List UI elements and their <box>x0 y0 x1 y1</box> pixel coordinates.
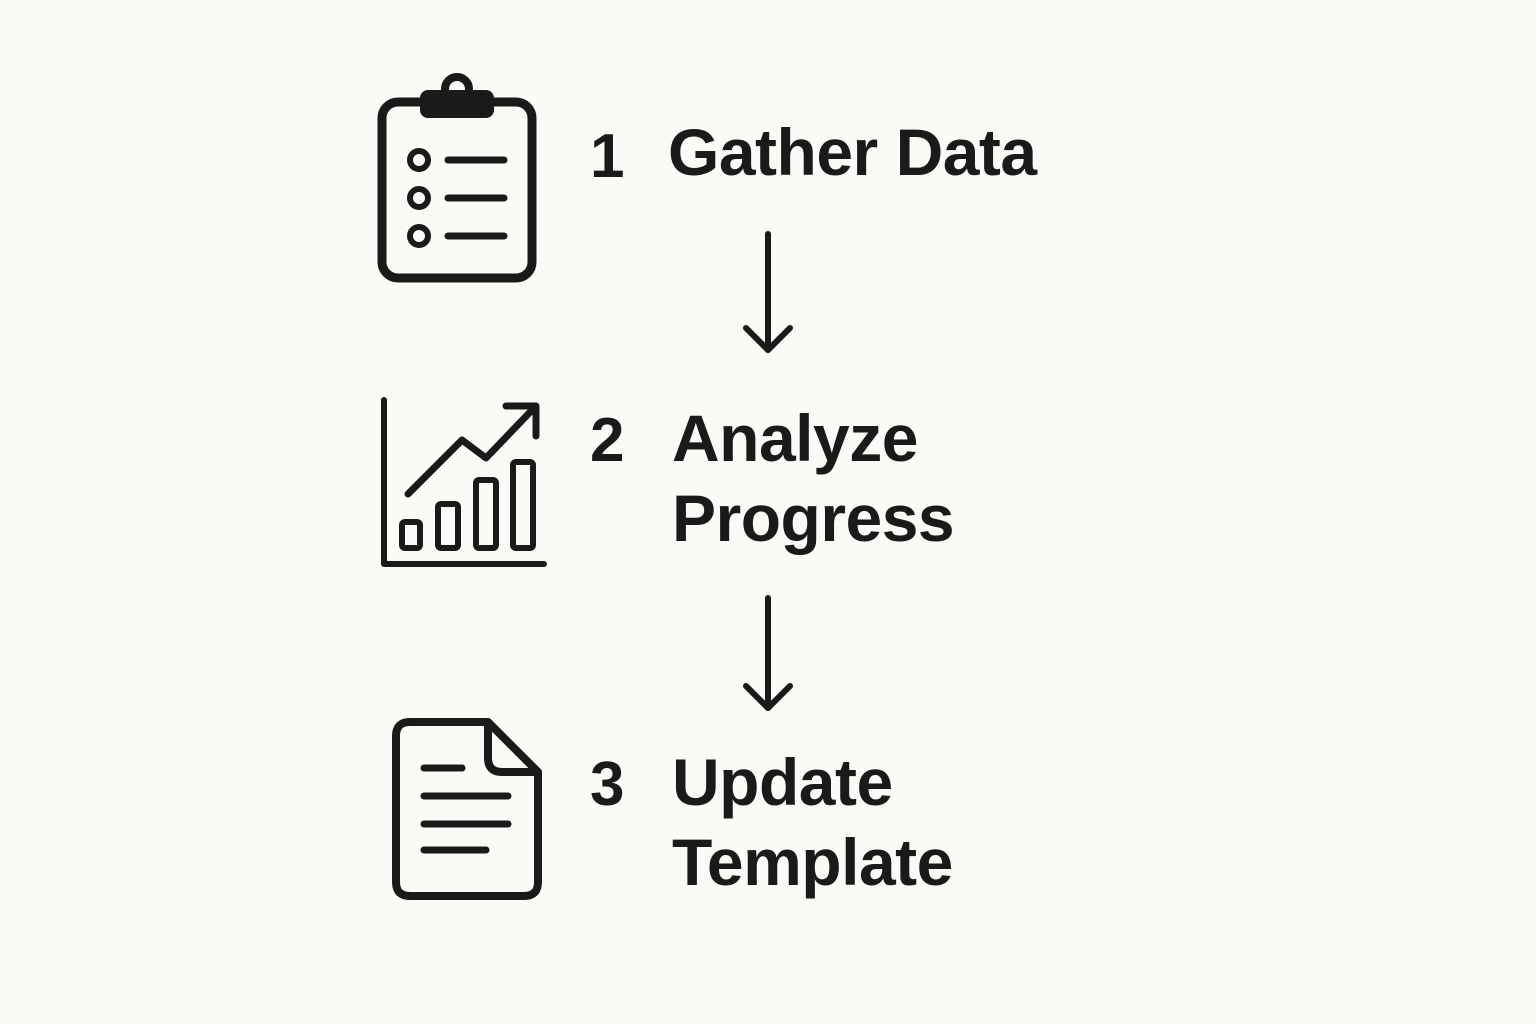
step-1-number: 1 <box>590 122 625 191</box>
step-3-label-line-1: Update <box>672 745 893 819</box>
step-2-label-line-1: Analyze <box>672 401 918 475</box>
step-2-label: Analyze Progress <box>672 398 955 558</box>
document-icon <box>390 716 546 902</box>
step-3-label: Update Template <box>672 742 953 902</box>
down-arrow-icon <box>740 230 796 358</box>
step-2-number: 2 <box>590 406 625 475</box>
step-1-label-line-1: Gather Data <box>668 115 1037 189</box>
step-3-number: 3 <box>590 750 625 819</box>
down-arrow-icon <box>740 594 796 716</box>
step-1-label: Gather Data <box>668 112 1037 192</box>
step-3-label-line-2: Template <box>672 825 953 899</box>
growth-chart-icon <box>378 396 550 570</box>
step-2-label-line-2: Progress <box>672 481 955 555</box>
clipboard-list-icon <box>376 72 538 284</box>
